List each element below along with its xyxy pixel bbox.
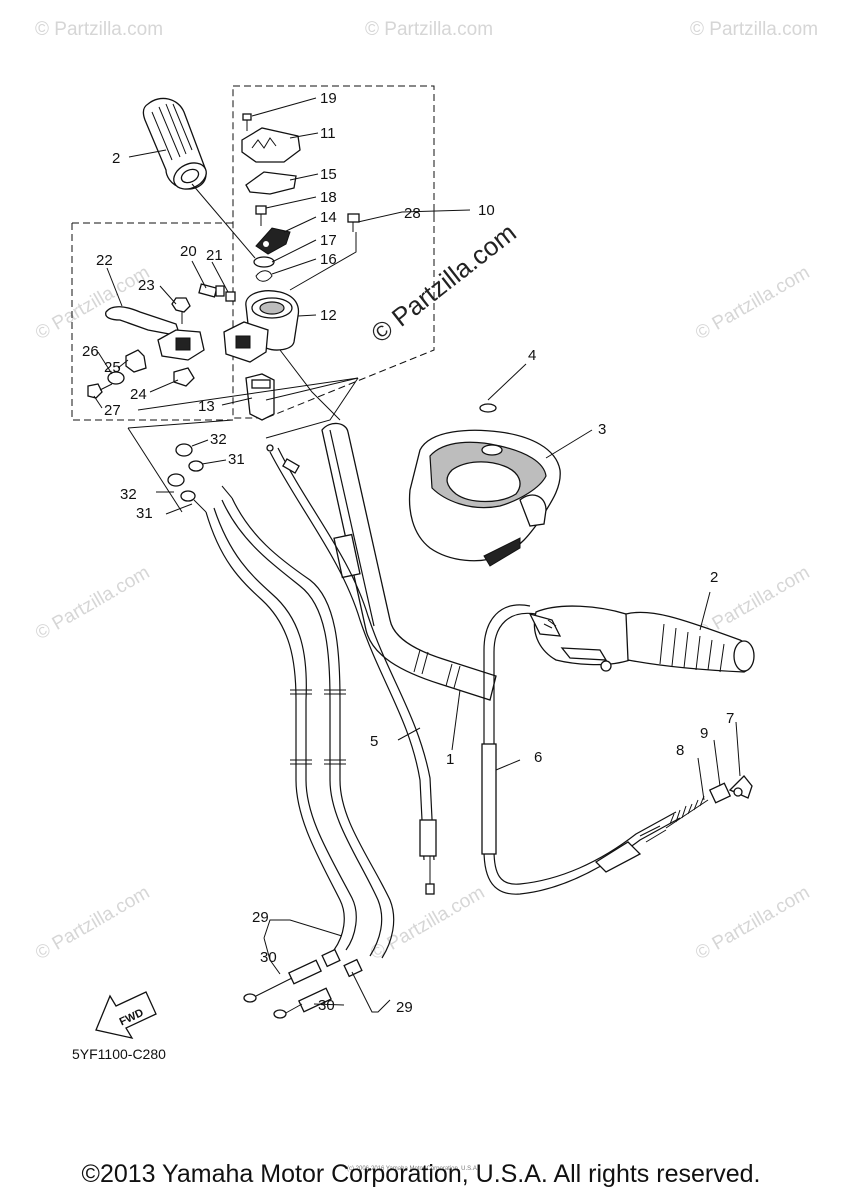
bolt-27: [87, 383, 113, 399]
callout-26: 26: [82, 343, 99, 360]
watermark: © Partzilla.com: [692, 882, 813, 964]
cable-clamps: [156, 439, 227, 515]
left-grip: [142, 97, 256, 259]
routing-lines: [127, 349, 359, 513]
nut-21: [225, 291, 236, 302]
callout-31: 31: [136, 505, 153, 522]
small-print: (c) 2006-2016 Yamaha Motor Corporation, …: [347, 1166, 479, 1172]
callout-31: 31: [228, 451, 245, 468]
callout-28: 28: [404, 205, 421, 222]
callout-30: 30: [260, 949, 277, 966]
callout-6: 6: [534, 749, 542, 766]
callout-4: 4: [528, 347, 536, 364]
callout-16: 16: [320, 251, 337, 268]
copyright-footer: ©2013 Yamaha Motor Corporation, U.S.A. A…: [81, 1160, 761, 1188]
callout-17: 17: [320, 232, 337, 249]
callout-13: 13: [198, 398, 215, 415]
screw-19: [242, 113, 252, 131]
callout-30: 30: [318, 997, 335, 1014]
callout-2: 2: [710, 569, 718, 586]
callout-19: 19: [320, 90, 337, 107]
callout-29: 29: [252, 909, 269, 926]
callout-15: 15: [320, 166, 337, 183]
callout-22: 22: [96, 252, 113, 269]
drawing-code: 5YF1100-C280: [72, 1046, 166, 1062]
callout-32: 32: [210, 431, 227, 448]
watermark: © Partzilla.com: [32, 562, 153, 644]
leader-lines: [93, 97, 471, 409]
watermark: © Partzilla.com: [365, 19, 493, 40]
callout-3: 3: [598, 421, 606, 438]
watermark: © Partzilla.com: [692, 262, 813, 344]
handlebar: [266, 422, 497, 895]
callout-29: 29: [396, 999, 413, 1016]
fwd-arrow: FWD: [95, 991, 157, 1039]
callout-5: 5: [370, 733, 378, 750]
callout-2: 2: [112, 150, 120, 167]
callout-10: 10: [478, 202, 495, 219]
callout-21: 21: [206, 247, 223, 264]
callout-23: 23: [138, 277, 155, 294]
callout-1: 1: [446, 751, 454, 768]
callout-18: 18: [320, 189, 337, 206]
screw-28: [347, 213, 360, 232]
bolt-23: [171, 297, 191, 324]
partzilla-watermark: © Partzilla.com: [365, 217, 522, 349]
callout-8: 8: [676, 742, 684, 759]
callout-12: 12: [320, 307, 337, 324]
callout-20: 20: [180, 243, 197, 260]
callout-32: 32: [120, 486, 137, 503]
callout-11: 11: [320, 125, 336, 142]
watermark: © Partzilla.com: [690, 19, 818, 40]
handlebar-cover: [408, 363, 593, 567]
callout-14: 14: [320, 209, 337, 226]
throttle-assembly: [87, 113, 360, 421]
throttle-cables: [193, 485, 395, 1019]
bolt-20: [198, 283, 225, 298]
callouts: 1 2 2 3 4 5 6 7 8 9 10 11 12 13 14 15 16…: [82, 90, 734, 1016]
screw-18: [255, 205, 267, 226]
callout-9: 9: [700, 725, 708, 742]
assembly-boxes: [71, 85, 435, 421]
watermark: © Partzilla.com: [35, 19, 163, 40]
callout-7: 7: [726, 710, 734, 727]
callout-25: 25: [104, 359, 121, 376]
watermark: © Partzilla.com: [32, 262, 153, 344]
right-grip-assembly: [397, 591, 755, 895]
callout-24: 24: [130, 386, 147, 403]
watermark: © Partzilla.com: [32, 882, 153, 964]
callout-27: 27: [104, 402, 121, 419]
adjuster-30: [243, 948, 363, 1019]
